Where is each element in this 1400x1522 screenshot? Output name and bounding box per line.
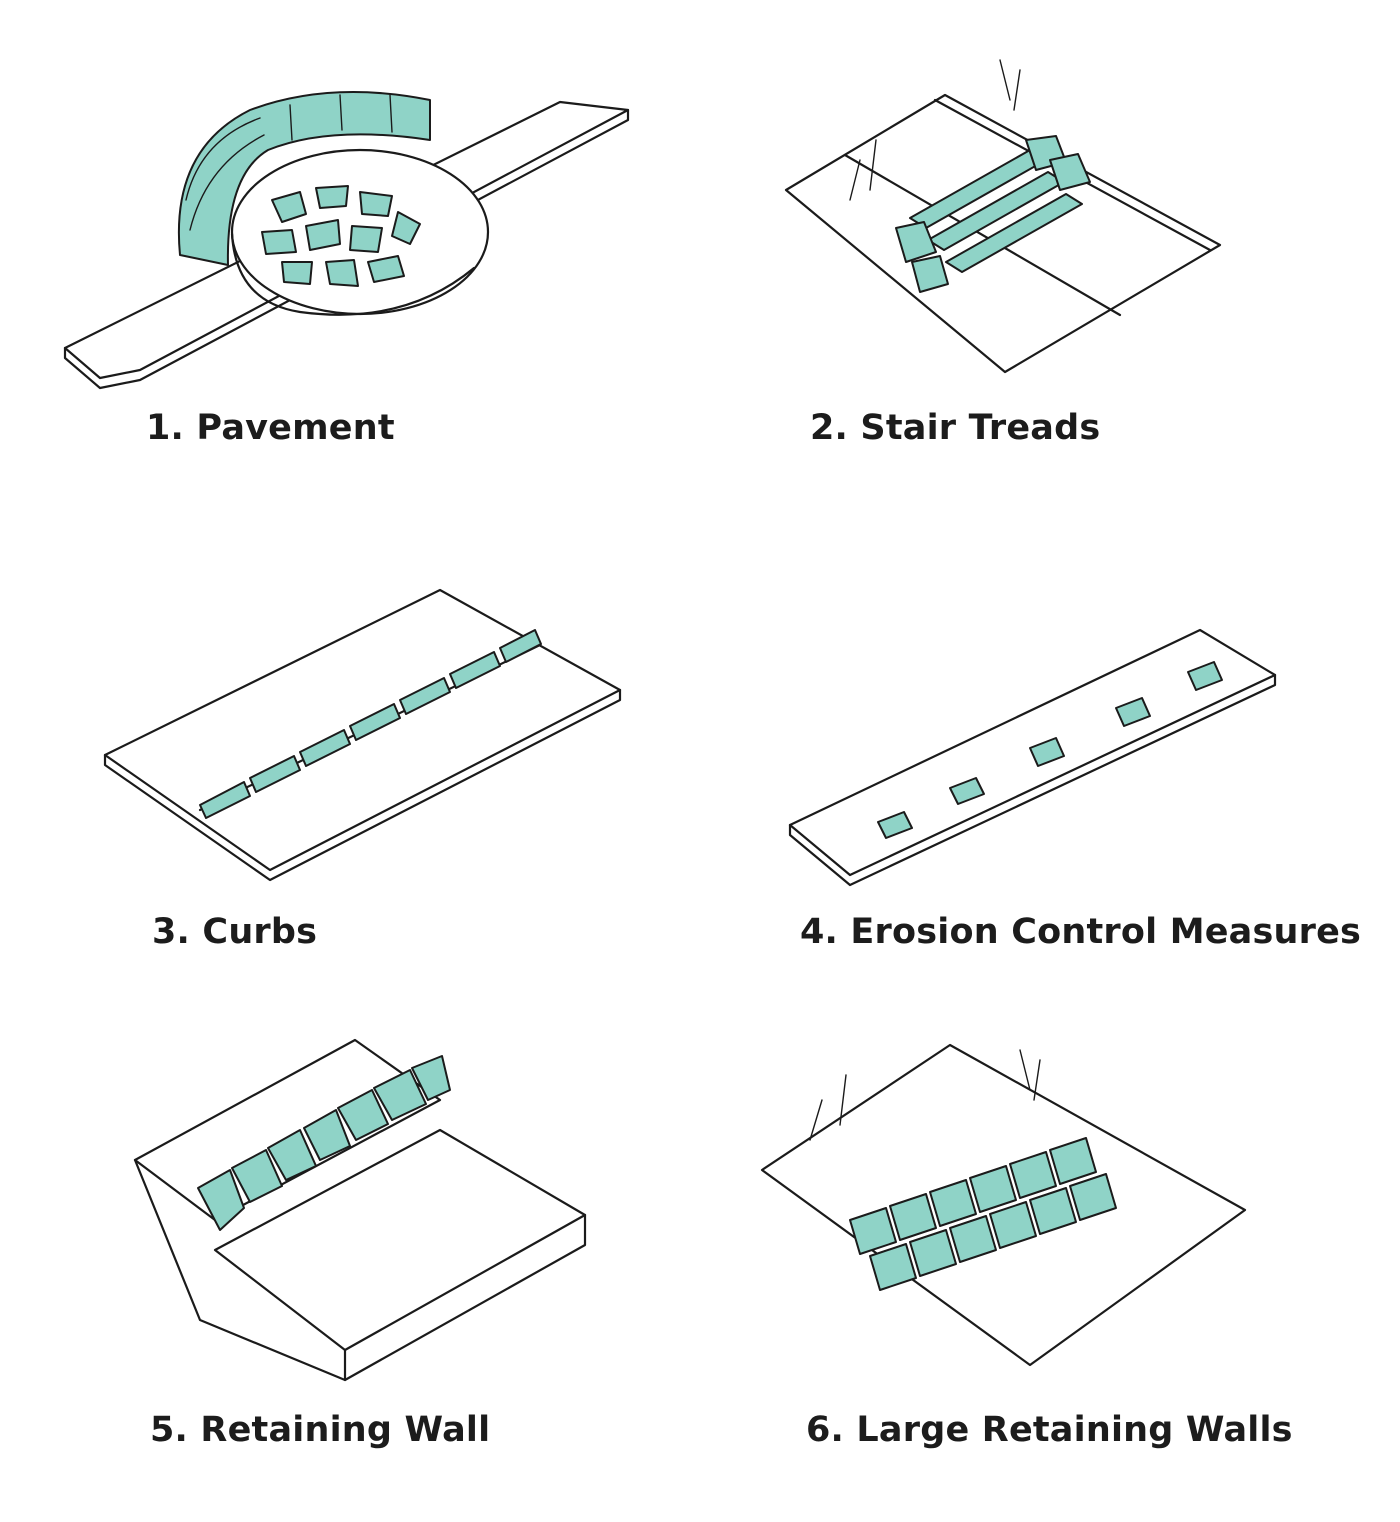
- caption-pavement: 1. Pavement: [146, 408, 395, 448]
- caption-retaining-wall: 5. Retaining Wall: [150, 1410, 491, 1450]
- caption-erosion-control: 4. Erosion Control Measures: [800, 912, 1362, 952]
- retaining-wall-sketch: [133, 1038, 587, 1382]
- caption-curbs: 3. Curbs: [152, 912, 318, 952]
- pavement-sketch: [63, 91, 630, 390]
- panel-curbs: 3. Curbs: [0, 560, 700, 980]
- panel-pavement: 1. Pavement: [0, 0, 700, 470]
- erosion-control-sketch: [788, 628, 1277, 887]
- curbs-sketch: [103, 588, 622, 882]
- panel-erosion-control: 4. Erosion Control Measures: [700, 560, 1400, 980]
- panel-stair-treads: 2. Stair Treads: [700, 0, 1400, 470]
- caption-large-retaining-walls: 6. Large Retaining Walls: [806, 1410, 1293, 1450]
- stair-treads-sketch: [784, 59, 1222, 374]
- large-retaining-walls-sketch: [760, 1043, 1247, 1367]
- panel-large-retaining-walls: 6. Large Retaining Walls: [700, 1020, 1400, 1480]
- panel-retaining-wall: 5. Retaining Wall: [0, 1020, 700, 1480]
- caption-stair-treads: 2. Stair Treads: [810, 408, 1101, 448]
